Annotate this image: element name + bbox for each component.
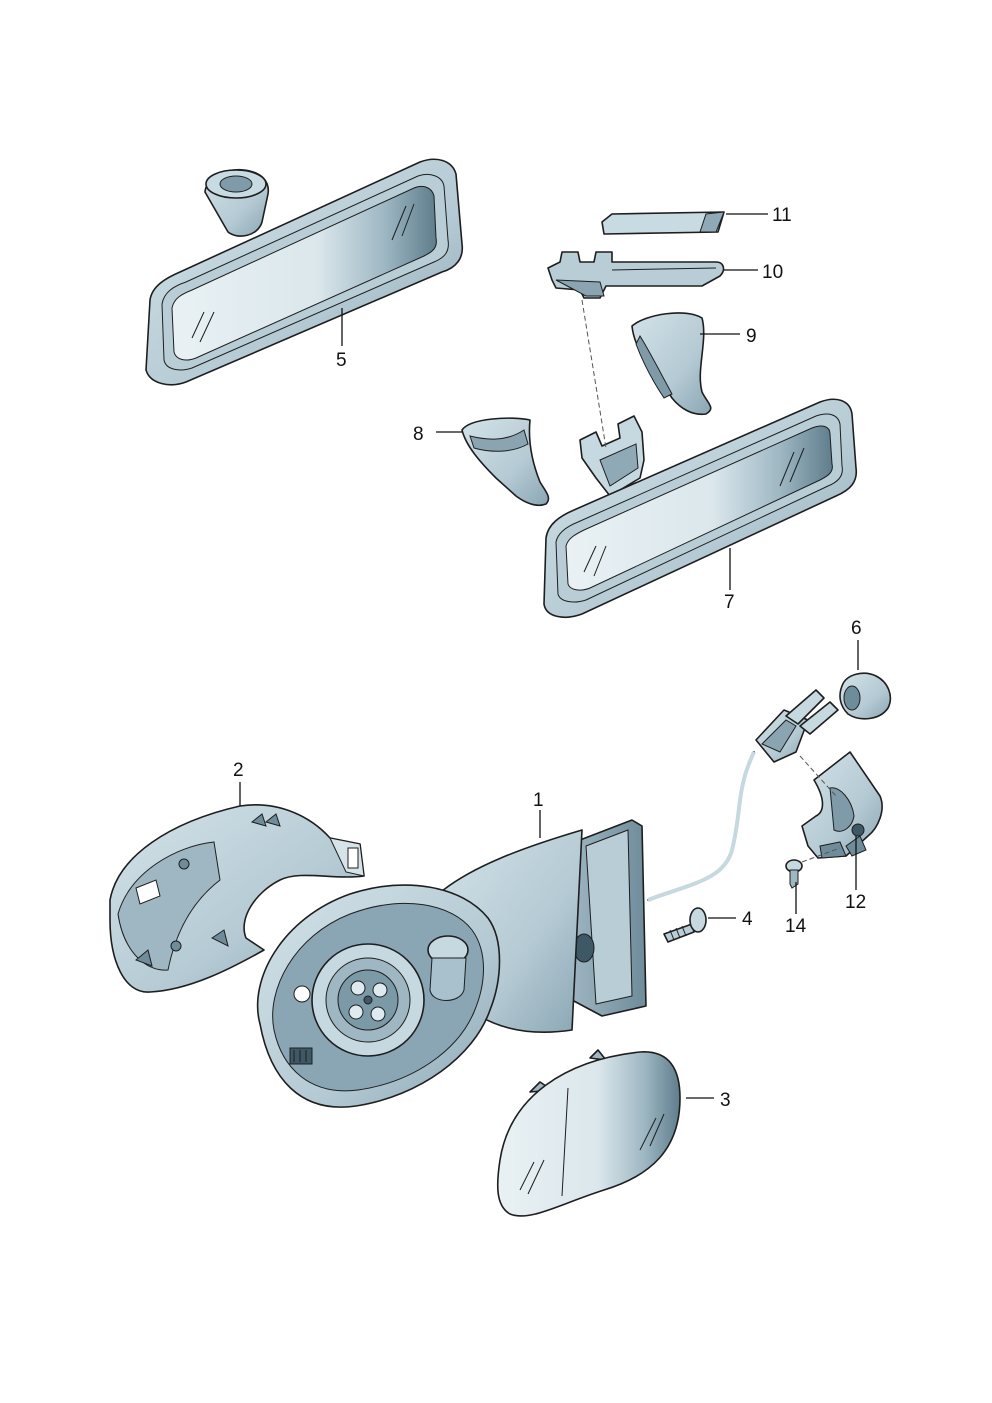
- exterior-mirror-part-1: [256, 751, 756, 1108]
- trim-cover-part-9: [631, 312, 712, 416]
- mounting-clip-part-10: [547, 251, 725, 299]
- interior-mirror-part-7: [543, 398, 858, 618]
- assembly-line-10-7: [581, 299, 607, 449]
- callout-3: 3: [720, 1090, 731, 1111]
- trim-cover-part-8: [461, 417, 550, 507]
- screw-part-14: [785, 859, 803, 889]
- screw-part-4: [663, 907, 707, 943]
- callout-14: 14: [785, 916, 807, 937]
- callout-12: 12: [845, 892, 866, 913]
- grommet-part-6: [839, 672, 892, 720]
- assembly-line-connector-12: [799, 755, 837, 797]
- callout-2: 2: [233, 760, 244, 781]
- callout-leaders: [239, 213, 859, 1099]
- mirror-cap-part-2: [109, 804, 365, 993]
- assembly-line-14-12: [801, 847, 841, 863]
- callout-1: 1: [533, 790, 544, 811]
- mirror-glass-part-3: [496, 1049, 681, 1217]
- callout-5: 5: [336, 350, 347, 371]
- bracket-part-12: [801, 751, 883, 859]
- callout-4: 4: [742, 909, 753, 930]
- callout-10: 10: [762, 262, 783, 283]
- callout-11: 11: [772, 205, 792, 226]
- callout-7: 7: [724, 592, 735, 613]
- callout-6: 6: [851, 618, 862, 639]
- cable-connector: [755, 689, 839, 763]
- interior-mirror-part-5: [145, 158, 464, 386]
- callout-9: 9: [746, 326, 757, 347]
- cover-strip-part-11: [601, 211, 725, 235]
- callout-labels: 1 2 3 4 5 6 7 8 9 10 11 12 14: [233, 205, 866, 1111]
- callout-8: 8: [413, 424, 424, 445]
